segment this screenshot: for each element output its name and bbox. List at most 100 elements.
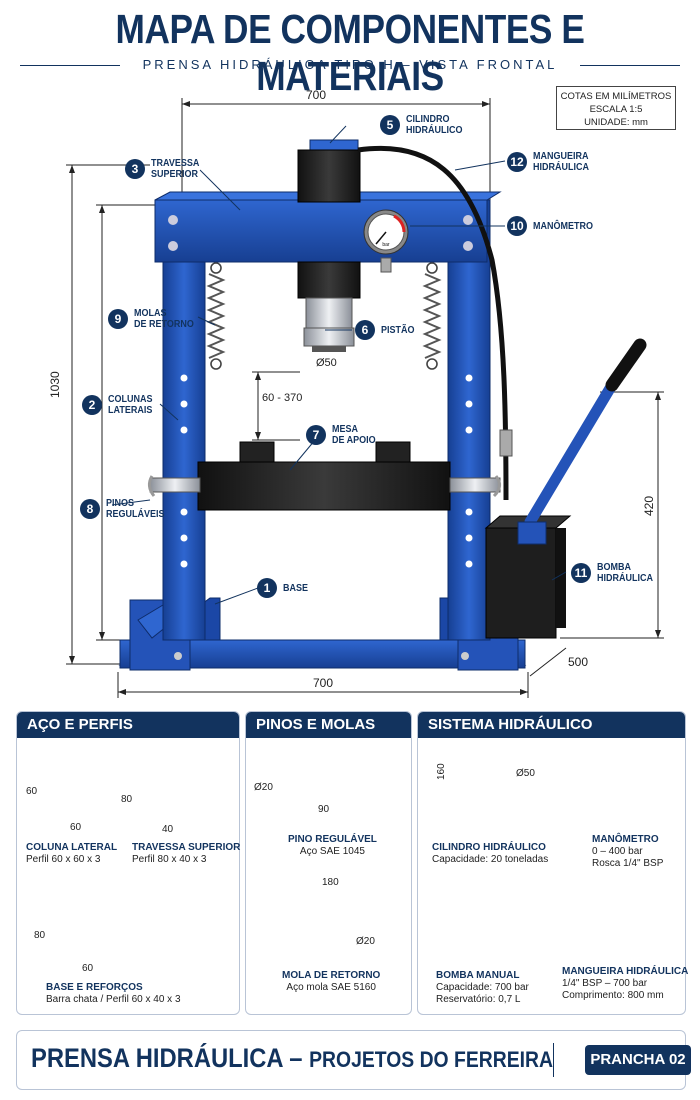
- hand-pump: [484, 338, 647, 639]
- footer-bar: PRENSA HIDRÁULICA – PROJETOS DO FERREIRA…: [16, 1030, 691, 1090]
- caption-spec: Aço mola SAE 5160: [286, 982, 376, 993]
- callout-pinos: 8 PINOS REGULÁVEIS: [80, 498, 171, 520]
- caption-spec: Perfil 80 x 40 x 3: [132, 854, 207, 865]
- callout-mangueira: 12 MANGUEIRA HIDRÁULICA: [507, 151, 595, 173]
- spring-dim-diameter: Ø20: [356, 936, 375, 947]
- column-holes: [180, 374, 473, 568]
- spring-coil: [422, 273, 442, 359]
- pin-dim-length: 90: [318, 804, 330, 815]
- panel-sistema-hidraulico: SISTEMA HIDRÁULICO: [417, 711, 686, 1015]
- caption-mola: MOLA DE RETORNO Aço mola SAE 5160: [282, 970, 380, 994]
- caption-spec: Capacidade: 20 toneladas: [432, 854, 549, 865]
- callout-number: 3: [125, 159, 145, 179]
- caption-name: CILINDRO HIDRÁULICO: [432, 842, 546, 853]
- panel-pinos-molas: PINOS E MOLAS: [245, 711, 412, 1015]
- scale-note-unit: UNIDADE: mm: [584, 117, 648, 128]
- page-subtitle: PRENSA HIDRÁULICA TIPO H – VISTA FRONTAL: [142, 57, 558, 72]
- caption-name: MANGUEIRA HIDRÁULICA: [562, 966, 689, 977]
- coluna-dim-w: 60: [70, 822, 82, 833]
- dimension-arrows: [69, 101, 661, 695]
- callout-number: 12: [507, 152, 527, 172]
- return-springs: [210, 262, 438, 370]
- callout-label: MESA DE APOIO: [332, 424, 376, 446]
- callout-number: 11: [571, 563, 591, 583]
- spring-dim-length: 180: [322, 877, 339, 888]
- callout-label: MOLAS DE RETORNO: [134, 308, 194, 330]
- dim-stroke: 60 - 370: [262, 392, 303, 404]
- callout-number: 10: [507, 216, 527, 236]
- caption-name: BASE E REFORÇOS: [46, 982, 143, 993]
- support-bed: [147, 441, 501, 511]
- caption-base: BASE E REFORÇOS Barra chata / Perfil 60 …: [46, 982, 181, 1006]
- side-columns: [162, 199, 491, 641]
- travessa-dim-h: 80: [121, 794, 133, 805]
- dim-piston-diameter: Ø50: [316, 357, 337, 369]
- caption-spec: 0 – 400 bar: [592, 846, 643, 857]
- callout-number: 5: [380, 115, 400, 135]
- base-dim-w: 60: [82, 963, 94, 974]
- return-spring-right: [422, 273, 442, 359]
- callout-number: 9: [108, 309, 128, 329]
- footer-title: PRENSA HIDRÁULICA – PROJETOS DO FERREIRA: [31, 1043, 553, 1074]
- dim-pump-height: 420: [642, 495, 656, 516]
- dim-bottom-width: 700: [313, 676, 334, 690]
- panel-title: AÇO E PERFIS: [17, 712, 239, 738]
- caption-name: MOLA DE RETORNO: [282, 970, 381, 981]
- caption-spec: Barra chata / Perfil 60 x 40 x 3: [46, 994, 181, 1005]
- dim-depth: 500: [568, 655, 589, 669]
- scale-note-box: COTAS EM MILÍMETROS ESCALA 1:5 UNIDADE: …: [556, 86, 676, 130]
- base-dim-h: 80: [34, 930, 46, 941]
- footer-separator: [553, 1043, 554, 1077]
- travessa-dim-w: 40: [162, 824, 174, 835]
- caption-spec: Capacidade: 700 bar: [436, 982, 529, 993]
- scale-note-scale: ESCALA 1:5: [589, 104, 643, 115]
- callout-label: BOMBA HIDRÁULICA: [597, 562, 653, 584]
- caption-mangueira: MANGUEIRA HIDRÁULICA 1/4" BSP – 700 bar …: [562, 966, 688, 1002]
- page-title: MAPA DE COMPONENTES E MATERIAIS: [115, 6, 585, 99]
- callout-leaders: [111, 125, 567, 605]
- caption-travessa: TRAVESSA SUPERIOR Perfil 80 x 40 x 3: [132, 842, 240, 866]
- callout-number: 6: [355, 320, 375, 340]
- callout-base: 1 BASE: [257, 578, 311, 598]
- callout-travessa: 3 TRAVESSA SUPERIOR: [125, 158, 205, 180]
- spring-coil: [206, 273, 226, 359]
- cyl-dim-diameter: Ø50: [516, 768, 535, 779]
- subtitle-rule-right: [580, 65, 680, 66]
- panel-title: SISTEMA HIDRÁULICO: [418, 712, 685, 738]
- footer-subtitle: PROJETOS DO FERREIRA: [309, 1047, 553, 1072]
- caption-spec: Aço SAE 1045: [299, 846, 365, 857]
- pin-dim-diameter: Ø20: [254, 782, 273, 793]
- caption-coluna: COLUNA LATERAL Perfil 60 x 60 x 3: [26, 842, 117, 866]
- callout-number: 7: [306, 425, 326, 445]
- hydraulic-cylinder: [297, 139, 361, 352]
- caption-pino: PINO REGULÁVEL Aço SAE 1045: [288, 834, 377, 858]
- caption-cilindro: CILINDRO HIDRÁULICO Capacidade: 20 tonel…: [432, 842, 548, 866]
- callout-colunas: 2 COLUNAS LATERAIS: [82, 394, 157, 416]
- top-crossbar: [154, 191, 502, 263]
- callout-pistao: 6 PISTÃO: [355, 320, 418, 340]
- callout-label: PINOS REGULÁVEIS: [106, 498, 165, 520]
- caption-manometro: MANÔMETRO 0 – 400 bar Rosca 1/4" BSP: [592, 834, 663, 870]
- callout-number: 8: [80, 499, 100, 519]
- caption-name: BOMBA MANUAL: [436, 970, 520, 981]
- callout-manometro: 10 MANÔMETRO: [507, 216, 600, 236]
- dim-height: 1030: [48, 371, 62, 398]
- caption-spec: Reservatório: 0,7 L: [436, 994, 521, 1005]
- caption-spec: Perfil 60 x 60 x 3: [26, 854, 101, 865]
- callout-number: 1: [257, 578, 277, 598]
- caption-name: MANÔMETRO: [592, 834, 659, 845]
- subtitle-bar: PRENSA HIDRÁULICA TIPO H – VISTA FRONTAL: [20, 57, 680, 73]
- caption-name: COLUNA LATERAL: [26, 842, 118, 853]
- caption-bomba: BOMBA MANUAL Capacidade: 700 bar Reserva…: [436, 970, 529, 1006]
- panel-aco-perfis: AÇO E PERFIS: [16, 711, 240, 1015]
- scale-note-units: COTAS EM MILÍMETROS: [560, 91, 672, 102]
- caption-name: TRAVESSA SUPERIOR: [132, 842, 241, 853]
- dim-top-width: 700: [306, 88, 327, 102]
- pressure-gauge: bar: [363, 209, 409, 273]
- return-spring-left: [206, 273, 226, 359]
- callout-bomba: 11 BOMBA HIDRÁULICA: [571, 562, 659, 584]
- callout-label: MANÔMETRO: [533, 220, 594, 232]
- callout-label: MANGUEIRA HIDRÁULICA: [533, 151, 589, 173]
- cyl-dim-height: 160: [436, 763, 447, 780]
- coluna-dim-h: 60: [26, 786, 38, 797]
